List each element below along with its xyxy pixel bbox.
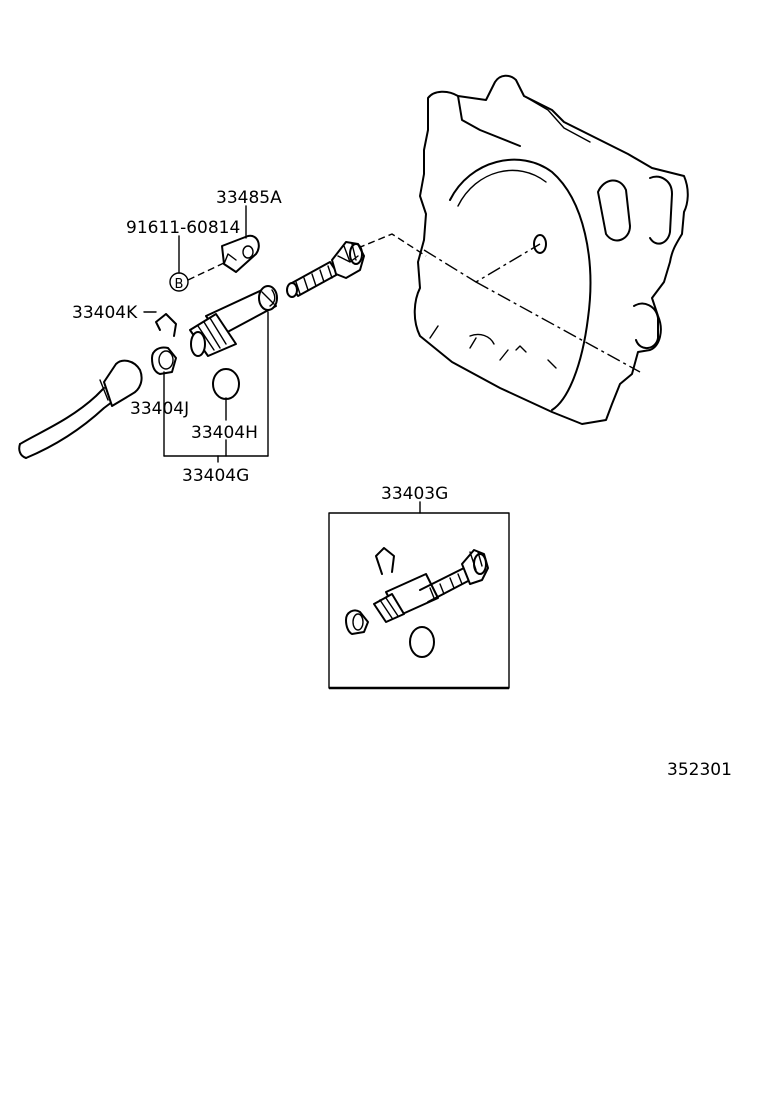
kit-box	[328, 501, 510, 690]
diagram-id: 352301	[667, 760, 732, 780]
sleeve-part	[189, 285, 278, 357]
driven-gear-shaft	[286, 241, 365, 298]
lock-plate	[221, 234, 260, 273]
assembly-leader	[357, 233, 427, 257]
label-33404H: 33404H	[191, 423, 258, 443]
label-33404K: 33404K	[72, 303, 138, 323]
plug-part	[151, 346, 177, 375]
transmission-case	[413, 74, 689, 425]
label-33404G: 33404G	[182, 466, 249, 486]
speedometer-cable	[18, 359, 143, 459]
clip-part	[155, 313, 177, 337]
label-33404J: 33404J	[130, 399, 189, 419]
leader-lines	[143, 205, 269, 463]
label-33403G: 33403G	[381, 484, 448, 504]
bolt-leader	[187, 261, 227, 281]
bolt-marker-label: B	[175, 277, 184, 292]
label-33485A: 33485A	[216, 188, 282, 208]
label-91611-60814: 91611-60814	[126, 218, 240, 238]
o-ring-part	[212, 368, 240, 400]
